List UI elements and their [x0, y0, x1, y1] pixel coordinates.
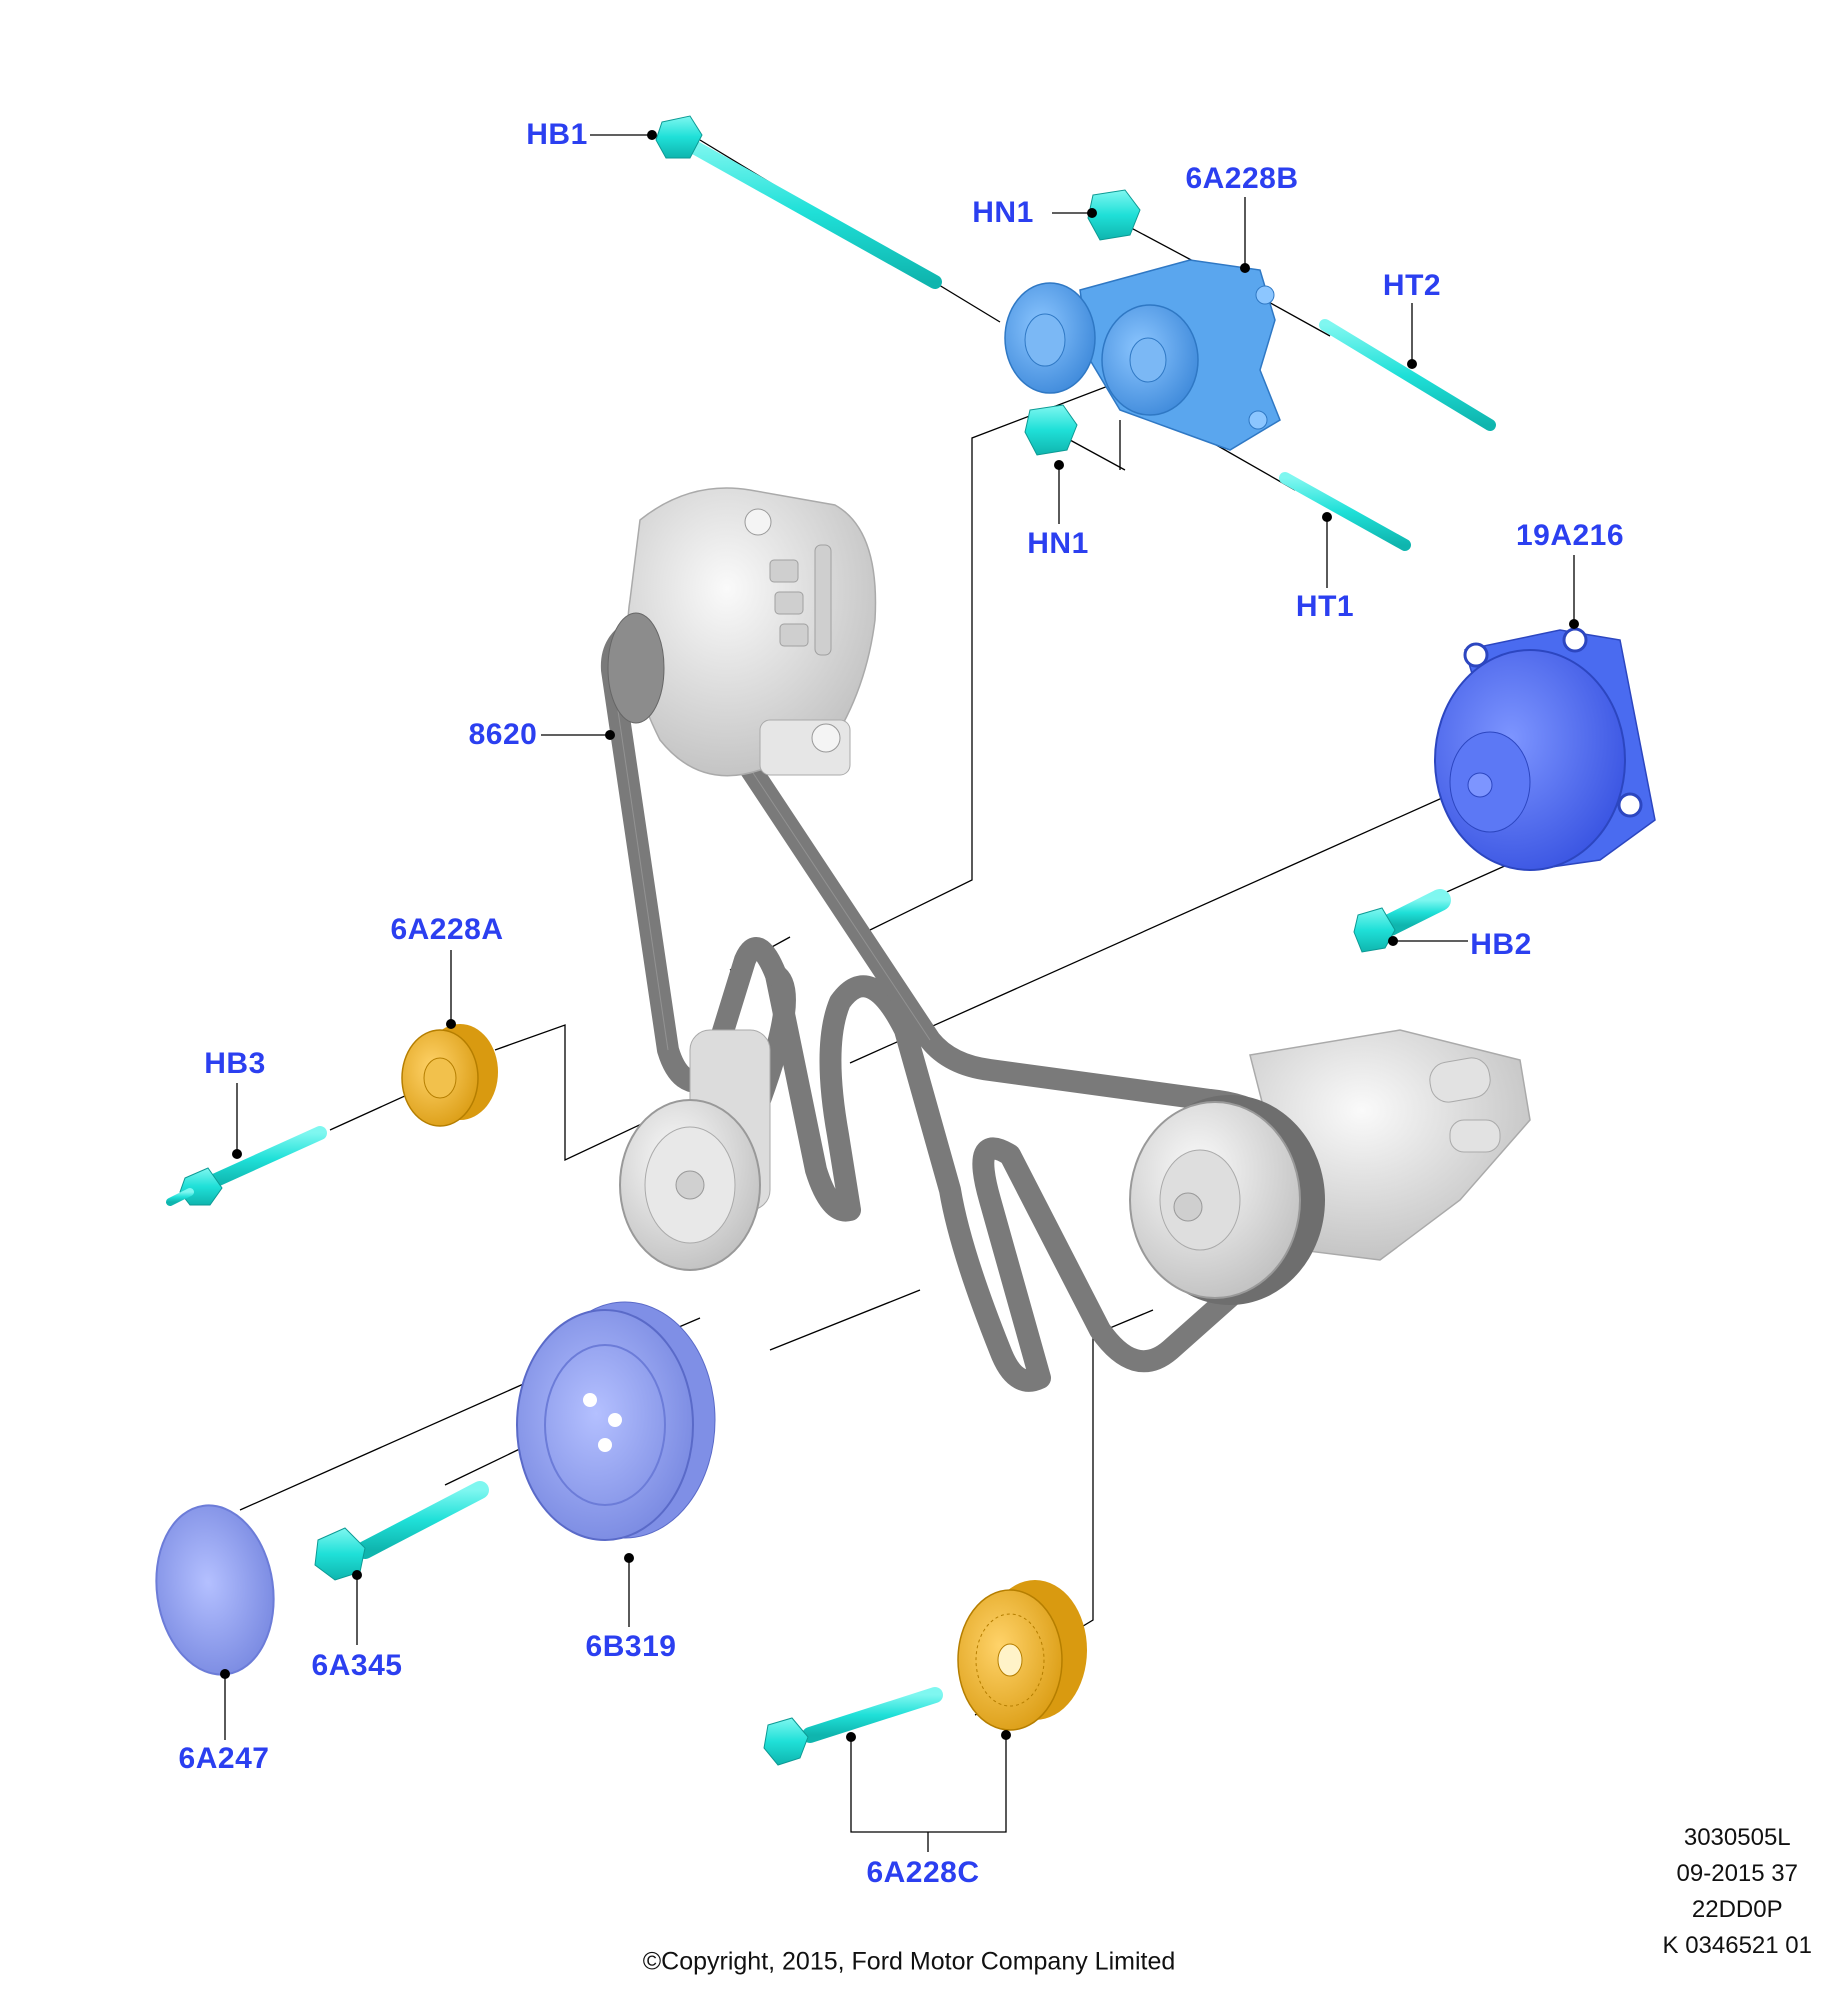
- callout-HB3: HB3: [204, 1047, 266, 1080]
- fasteners: [166, 115, 1496, 1766]
- callout-6A345: 6A345: [311, 1649, 403, 1682]
- water-pump: [1129, 1029, 1531, 1305]
- stamp-line: 09-2015 37: [1676, 1860, 1798, 1887]
- callout-HT2: HT2: [1382, 269, 1442, 302]
- bolt-HB2: [1353, 889, 1451, 953]
- drawing-stamp: 3030505L 09-2015 37 22DD0P K 0346521 01: [1663, 1820, 1812, 1964]
- bolt-6A345: [314, 1481, 489, 1581]
- stud-HT2: [1319, 319, 1496, 431]
- belt-tensioner-6A228B: [1004, 259, 1281, 451]
- idler-pulley-6A228A: [401, 1024, 498, 1127]
- callout-6B319: 6B319: [585, 1630, 677, 1663]
- callout-6A247: 6A247: [178, 1742, 270, 1775]
- crankshaft-pulley-6B319: [516, 1301, 716, 1541]
- cover-6A247: [155, 1504, 275, 1676]
- callout-HN1-bottom: HN1: [1027, 527, 1089, 560]
- stamp-line: 22DD0P: [1691, 1896, 1783, 1923]
- callout-19A216: 19A216: [1515, 519, 1625, 552]
- callout-8620: 8620: [468, 718, 538, 751]
- callout-HT1: HT1: [1295, 590, 1355, 623]
- copyright-notice: ©Copyright, 2015, Ford Motor Company Lim…: [642, 1947, 1176, 1976]
- callout-HN1-top: HN1: [972, 196, 1034, 229]
- nut-HN1-bottom: [1024, 404, 1078, 456]
- callout-6A228B: 6A228B: [1185, 162, 1299, 195]
- stud-HT1: [1279, 472, 1411, 551]
- idler-pulley-6A228C: [957, 1580, 1087, 1731]
- callout-dots: [220, 130, 1579, 1742]
- bolt-HB3: [166, 1126, 327, 1206]
- alternator: [607, 487, 877, 777]
- callout-6A228C: 6A228C: [866, 1856, 980, 1889]
- callout-HB2: HB2: [1470, 928, 1532, 961]
- pump-pulley-left: [619, 1029, 771, 1271]
- pump-19A216: [1434, 627, 1656, 871]
- leader-lines: [224, 134, 1626, 1852]
- callout-HB1: HB1: [526, 118, 588, 151]
- bolt-HB1: [655, 115, 942, 289]
- stamp-line: 3030505L: [1683, 1824, 1791, 1851]
- nut-HN1-top: [1087, 189, 1141, 241]
- stamp-line: K 0346521 01: [1662, 1932, 1812, 1959]
- bolt-6A228C: [763, 1687, 943, 1766]
- callout-6A228A: 6A228A: [390, 913, 504, 946]
